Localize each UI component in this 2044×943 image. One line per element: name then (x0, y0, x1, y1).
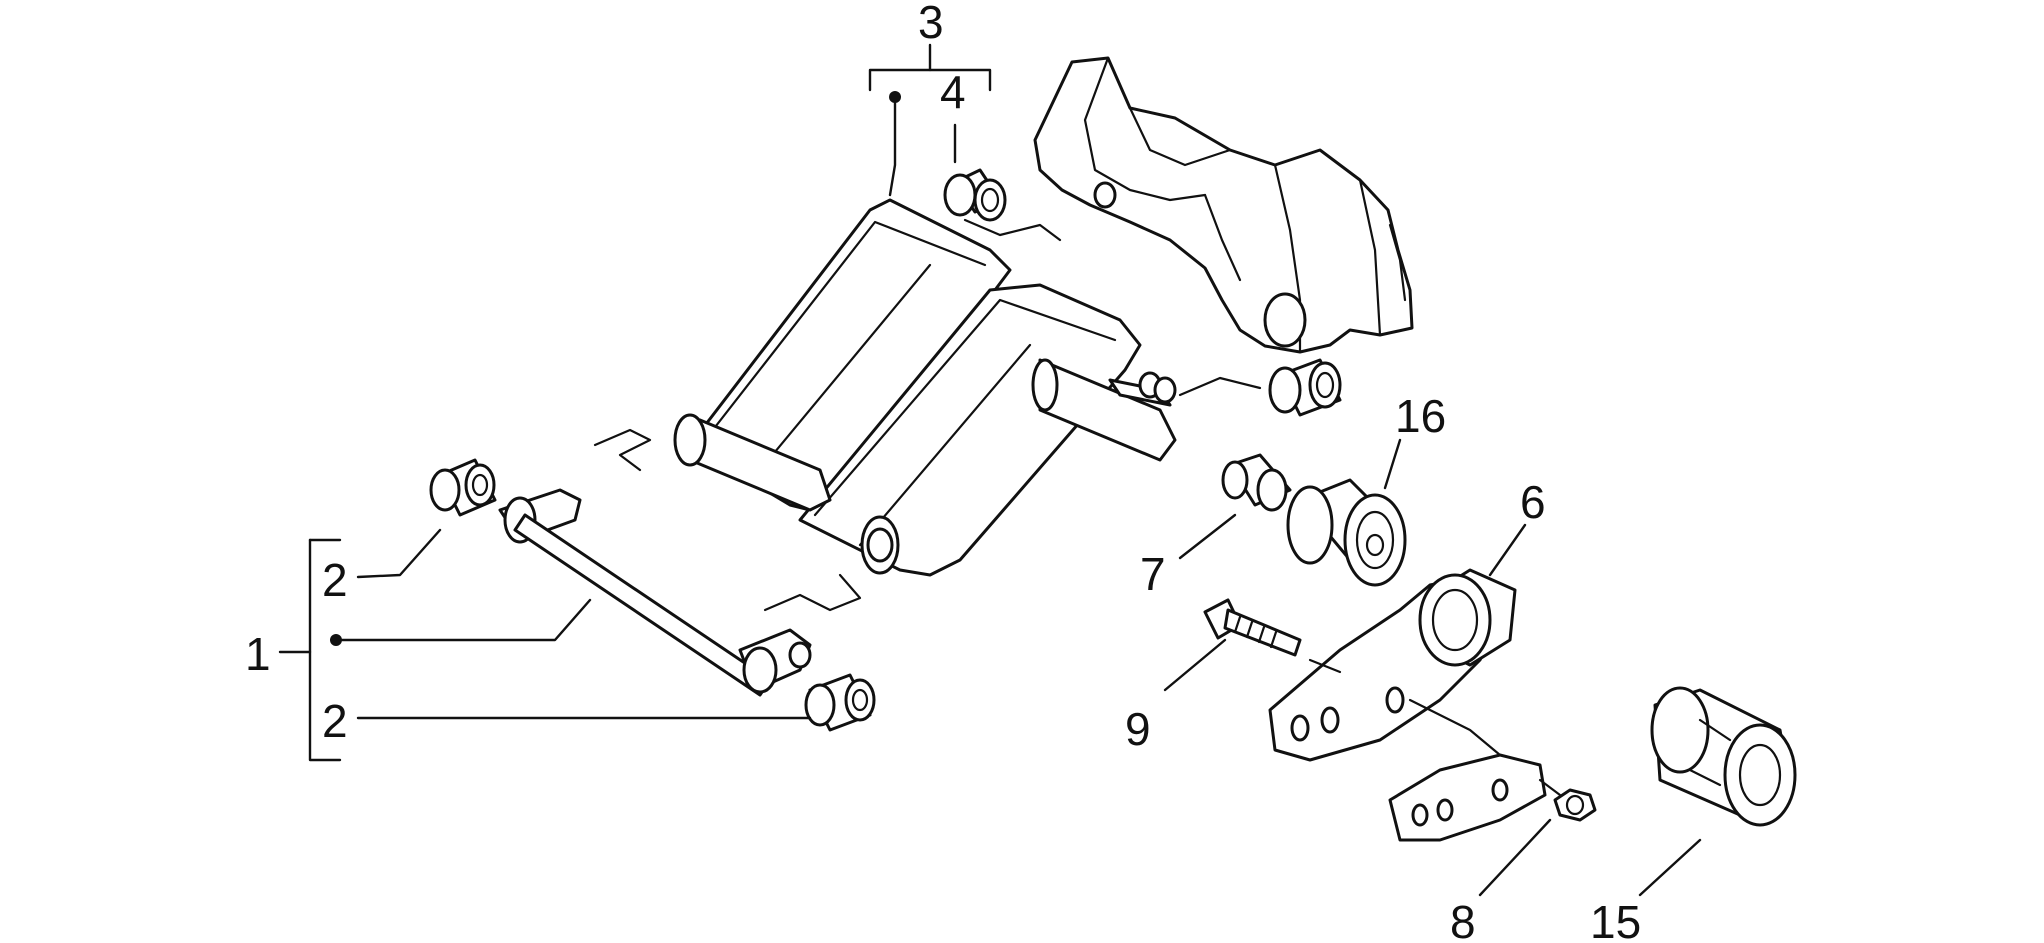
callout-9: 9 (1125, 703, 1151, 755)
callout-8: 8 (1450, 896, 1476, 943)
callout-1: 1 (245, 628, 271, 680)
callout-2-lower: 2 (322, 695, 348, 747)
callout-2-upper: 2 (322, 554, 348, 606)
silent-block (1286, 478, 1407, 587)
bolt-assembly (429, 458, 876, 732)
swing-arm (673, 198, 1177, 577)
bushing-right-top (1268, 358, 1342, 417)
frame-bracket (1033, 56, 1414, 354)
damper (1650, 686, 1797, 827)
assembly-guides (593, 218, 1562, 797)
nut (1553, 788, 1597, 822)
callout-3: 3 (918, 0, 944, 48)
bushing-top (943, 168, 1007, 222)
callout-6: 6 (1520, 476, 1546, 528)
mount-bracket (1268, 568, 1517, 762)
callout-15: 15 (1590, 896, 1641, 943)
screw (1203, 598, 1302, 657)
callout-7: 7 (1140, 548, 1166, 600)
callout-leaders (278, 43, 1702, 897)
marker-dot-1 (330, 634, 342, 646)
marker-dot-3 (889, 91, 901, 103)
spacer (1221, 453, 1292, 512)
callout-4: 4 (940, 66, 966, 118)
callout-16: 16 (1395, 390, 1446, 442)
small-plate (1388, 753, 1547, 842)
